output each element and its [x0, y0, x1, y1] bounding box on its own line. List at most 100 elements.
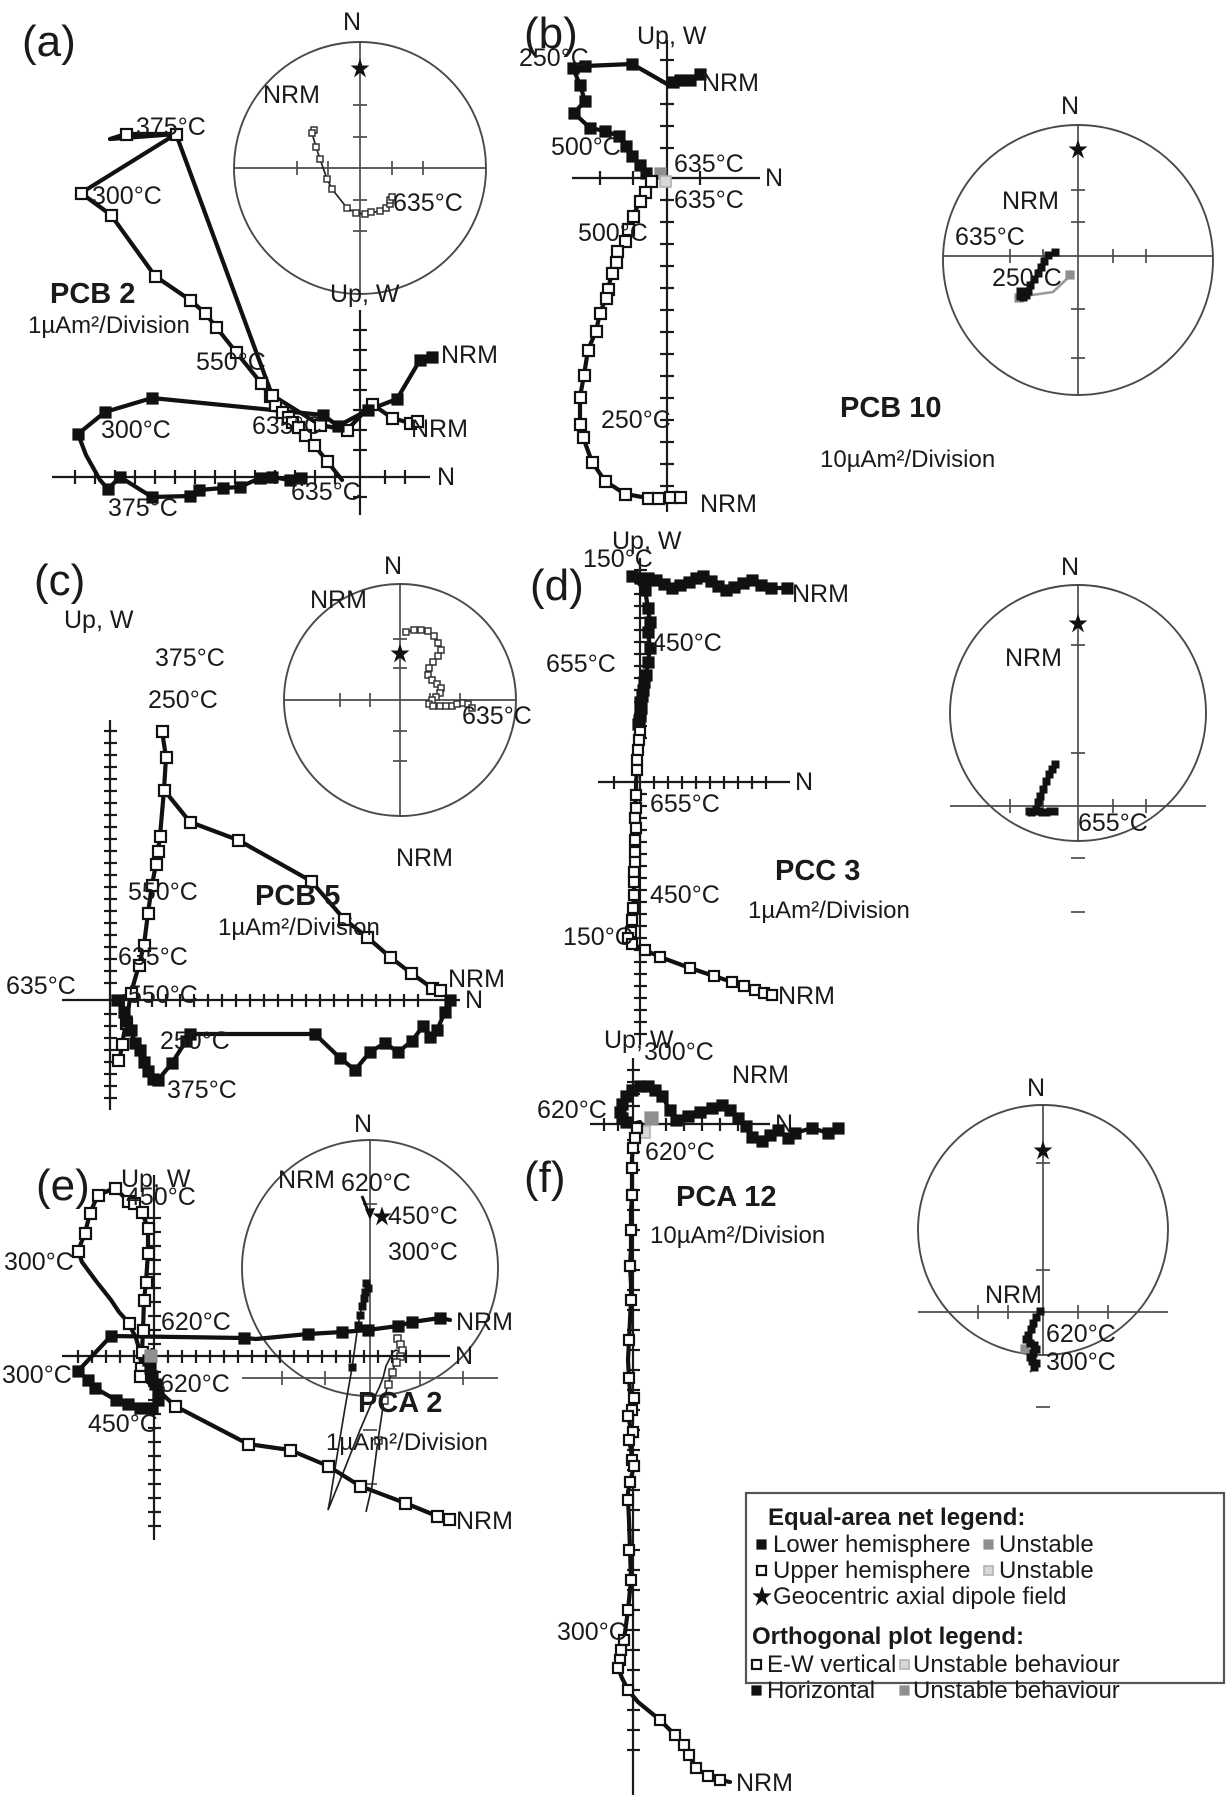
legend-unstable-open-label: Unstable — [999, 1557, 1094, 1584]
panel-b-sample-name: PCB 10 — [840, 392, 942, 424]
ortho-temp-655-lower: 655°C — [650, 790, 720, 818]
ortho-markers-horizontal — [626, 570, 794, 731]
ortho-horizontal-ticks — [122, 994, 420, 1007]
panel-d-orthogonal: Up, W N — [546, 527, 849, 1045]
ortho-nrm-1: NRM — [456, 1308, 513, 1336]
ortho-path-vertical-nrm — [137, 1373, 453, 1523]
ortho-temp-620-lower: 620°C — [645, 1138, 715, 1166]
ortho-markers-horizontal — [111, 994, 457, 1087]
legend-unstable-behaviour-solid-label: Unstable behaviour — [913, 1677, 1120, 1704]
gad-star-icon — [1068, 613, 1088, 633]
ortho-markers-vertical — [621, 725, 779, 1002]
stereonet-temp-450: 450°C — [388, 1202, 458, 1230]
ortho-up-w-label: Up, W — [604, 1026, 674, 1054]
stereonet-temp-300: 300°C — [1046, 1348, 1116, 1376]
ortho-path-vertical-nrm — [161, 787, 443, 993]
ortho-vertical-ticks — [104, 729, 117, 1100]
ortho-markers-horizontal — [614, 1080, 845, 1148]
gad-star-icon — [350, 58, 370, 78]
ortho-nrm-1: NRM — [732, 1061, 789, 1089]
ortho-up-w-label: Up, W — [121, 1165, 191, 1193]
panel-a-scale: 1µAm²/Division — [28, 312, 190, 339]
stereonet-temp-635: 635°C — [393, 189, 463, 217]
legend-horizontal-marker-icon — [751, 1685, 762, 1696]
panel-b-orthogonal: Up, W N — [519, 22, 783, 518]
panel-f-scale: 10µAm²/Division — [650, 1222, 825, 1249]
ortho-markers-horizontal — [567, 58, 707, 180]
stereonet-marker-unstable-a — [1065, 270, 1075, 280]
ortho-temp-250-lower: 250°C — [160, 1027, 230, 1055]
ortho-temp-500-upper: 500°C — [551, 133, 621, 161]
stereonet-temp-300: 300°C — [388, 1238, 458, 1266]
legend-upper-hemisphere-marker-icon — [755, 1564, 768, 1577]
stereonet-temp-635: 635°C — [955, 223, 1025, 251]
legend-unstable-behaviour-open-label: Unstable behaviour — [913, 1651, 1120, 1678]
ortho-temp-450-lower: 450°C — [650, 881, 720, 909]
ortho-temp-550-upper: 550°C — [128, 878, 198, 906]
ortho-up-w-label: Up, W — [64, 606, 134, 634]
panel-b-stereonet: N NRM 635°C 250°C — [942, 92, 1214, 396]
ortho-temp-300-upper: 300°C — [92, 182, 162, 210]
stereonet-temp-620: 620°C — [341, 1169, 411, 1197]
stereonet-nrm-label: NRM — [263, 81, 320, 109]
ortho-temp-300-lower: 300°C — [557, 1618, 627, 1646]
ortho-nrm-1: NRM — [792, 580, 849, 608]
panel-f-sample-name: PCA 12 — [676, 1181, 776, 1213]
ortho-temp-550-lower: 550°C — [128, 981, 198, 1009]
ortho-temp-375-lower: 375°C — [167, 1076, 237, 1104]
panel-d-sample-name: PCC 3 — [775, 855, 860, 887]
ortho-marker-unstable-graylt — [659, 175, 672, 188]
stereonet-temp-250: 250°C — [992, 264, 1062, 292]
gad-star-icon — [372, 1206, 392, 1226]
ortho-temp-635-below: 635°C — [674, 186, 744, 214]
stereonet-temp-655: 655°C — [1078, 809, 1148, 837]
ortho-temp-635-lower: 635°C — [6, 972, 76, 1000]
ortho-nrm-2: NRM — [411, 415, 468, 443]
ortho-temp-620-lower: 620°C — [160, 1370, 230, 1398]
panel-c-sample-name: PCB 5 — [255, 880, 340, 912]
panel-e-scale: 1µAm²/Division — [326, 1429, 488, 1456]
ortho-temp-550: 550°C — [196, 348, 266, 376]
ortho-nrm-2: NRM — [456, 1507, 513, 1535]
panel-d: (d) — [530, 527, 1207, 1045]
stereonet-temp-635: 635°C — [462, 702, 532, 730]
panel-a: (a) N — [22, 8, 498, 522]
panel-d-id: (d) — [530, 561, 584, 610]
ortho-n-label: N — [455, 1342, 473, 1370]
panel-c: (c) N — [6, 552, 532, 1110]
ortho-markers-vertical — [573, 174, 688, 506]
panel-f-orthogonal: Up, W N — [537, 1026, 845, 1797]
legend-gad-star-icon — [752, 1586, 772, 1606]
ortho-temp-450-lower: 450°C — [88, 1410, 158, 1438]
ortho-temp-300-upper: 300°C — [644, 1038, 714, 1066]
panel-f: (f) — [524, 1026, 1169, 1797]
panel-d-scale: 1µAm²/Division — [748, 897, 910, 924]
legend-lower-hemisphere-marker-icon — [756, 1539, 767, 1550]
ortho-up-w-label: Up, W — [612, 527, 682, 555]
ortho-nrm-2: NRM — [700, 490, 757, 518]
panel-b-id: (b) — [524, 9, 578, 58]
legend-unstable-solid-label: Unstable — [999, 1531, 1094, 1558]
ortho-markers-horizontal — [72, 351, 439, 504]
ortho-temp-150-upper: 150°C — [583, 545, 653, 573]
legend-unstable-solid-marker-icon — [983, 1539, 994, 1550]
panel-e: (e) N — [2, 1110, 513, 1540]
stereonet-n-label: N — [384, 552, 402, 580]
ortho-nrm-2: NRM — [778, 982, 835, 1010]
stereonet-n-label: N — [354, 1110, 372, 1138]
ortho-nrm-2: NRM — [736, 1769, 793, 1797]
gad-star-icon — [390, 643, 410, 663]
stereonet-markers — [402, 626, 476, 712]
stereonet-markers-lower — [348, 1279, 373, 1372]
ortho-temp-620-upper: 620°C — [161, 1308, 231, 1336]
ortho-temp-655-upper: 655°C — [546, 650, 616, 678]
panel-d-stereonet: N NRM 655°C — [949, 553, 1207, 913]
ortho-markers-vertical — [74, 127, 425, 469]
ortho-temp-250-upper: 250°C — [519, 44, 589, 72]
panel-e-orthogonal: Up, W N — [2, 1165, 513, 1540]
panel-e-stereonet: N NRM 620°C 450°C 300°C — [241, 1110, 499, 1513]
stereonet-markers — [308, 126, 396, 218]
legend-ew-vertical-marker-icon — [750, 1658, 763, 1671]
ortho-up-w-label: Up, W — [330, 280, 400, 308]
panel-b: (b) Up, W N — [519, 9, 1214, 518]
